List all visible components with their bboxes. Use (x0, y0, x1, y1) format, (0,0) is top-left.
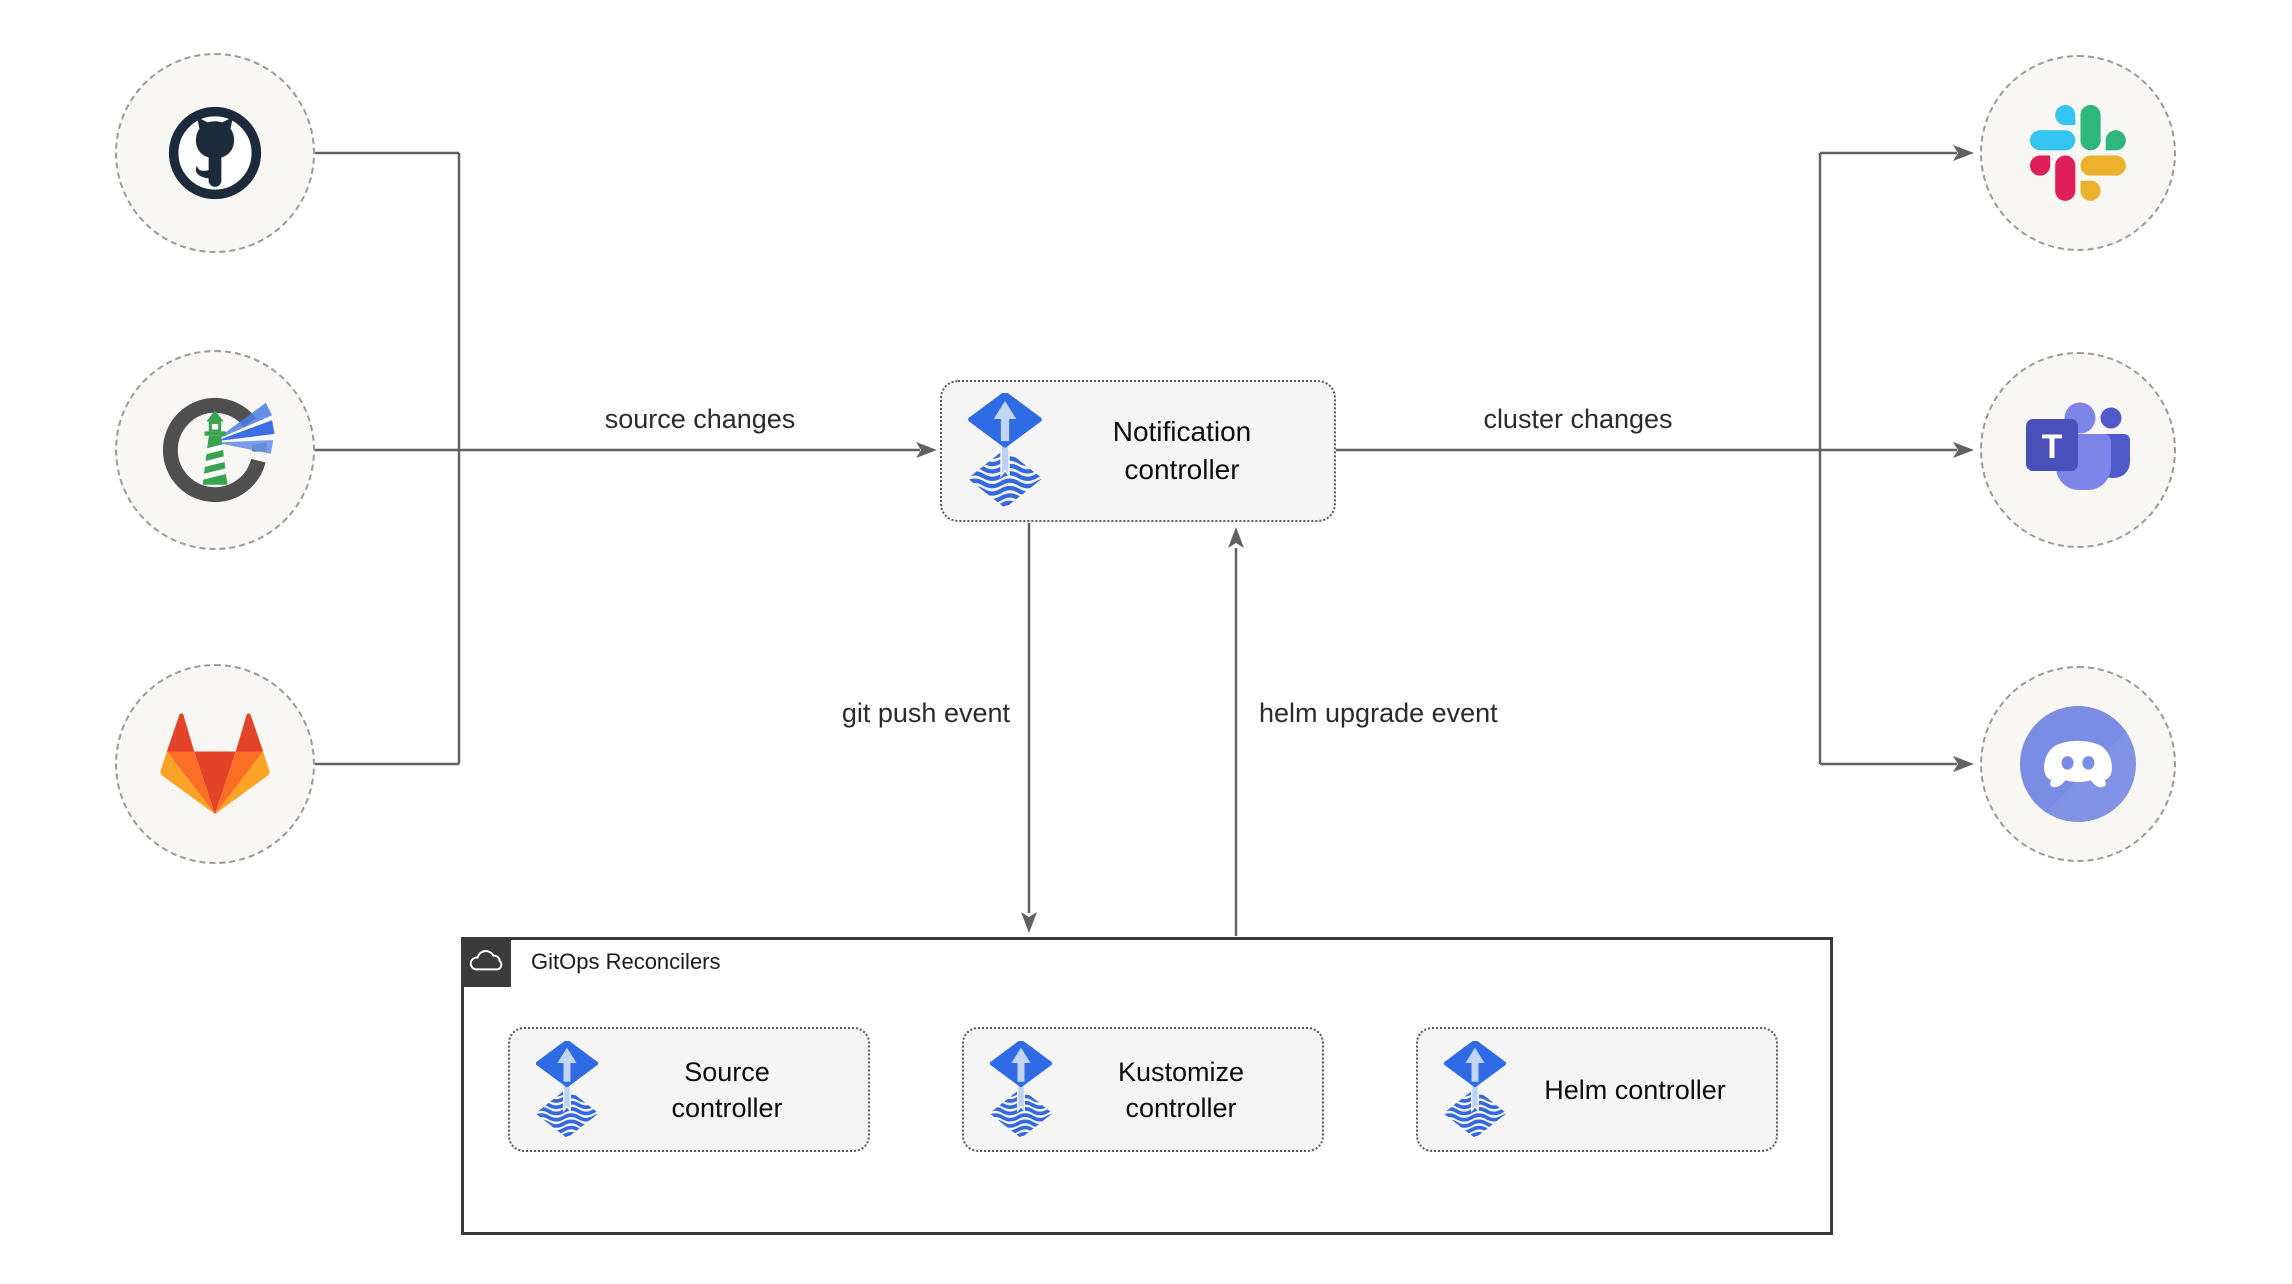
harbor-icon (153, 388, 277, 512)
notification-controller-label: Notification controller (1112, 416, 1252, 485)
node-slack (1980, 55, 2176, 251)
node-gitlab (115, 664, 315, 864)
node-notification-controller: Notification controller (940, 380, 1336, 522)
edge-label-cluster-changes: cluster changes (1483, 404, 1673, 434)
teams-icon: T (2026, 402, 2130, 498)
source-controller-label: Source controller (671, 1056, 783, 1123)
gitlab-icon (160, 712, 270, 816)
node-discord (1980, 666, 2176, 862)
github-icon (162, 100, 268, 206)
flux-icon (990, 1040, 1052, 1139)
node-microsoft-teams: T (1980, 352, 2176, 548)
flux-icon (968, 393, 1042, 509)
teams-letter: T (2042, 428, 2063, 466)
node-kustomize-controller: Kustomize controller (962, 1027, 1324, 1152)
cloud-icon (461, 937, 511, 987)
gitops-reconcilers-title: GitOps Reconcilers (531, 949, 721, 974)
edge-label-helm-upgrade-event: helm upgrade event (1259, 698, 1498, 728)
discord-icon (2020, 706, 2136, 822)
node-source-controller: Source controller (508, 1027, 870, 1152)
edge-label-source-changes: source changes (604, 404, 796, 434)
flux-icon (1444, 1040, 1506, 1139)
edge-label-git-push-event: git push event (841, 698, 1010, 728)
node-github (115, 53, 315, 253)
kustomize-controller-label: Kustomize controller (1117, 1056, 1245, 1123)
node-helm-controller: Helm controller (1416, 1027, 1778, 1152)
helm-controller-label: Helm controller (1544, 1074, 1726, 1105)
flux-icon (536, 1040, 598, 1139)
slack-icon (2030, 105, 2126, 201)
node-harbor (115, 350, 315, 550)
